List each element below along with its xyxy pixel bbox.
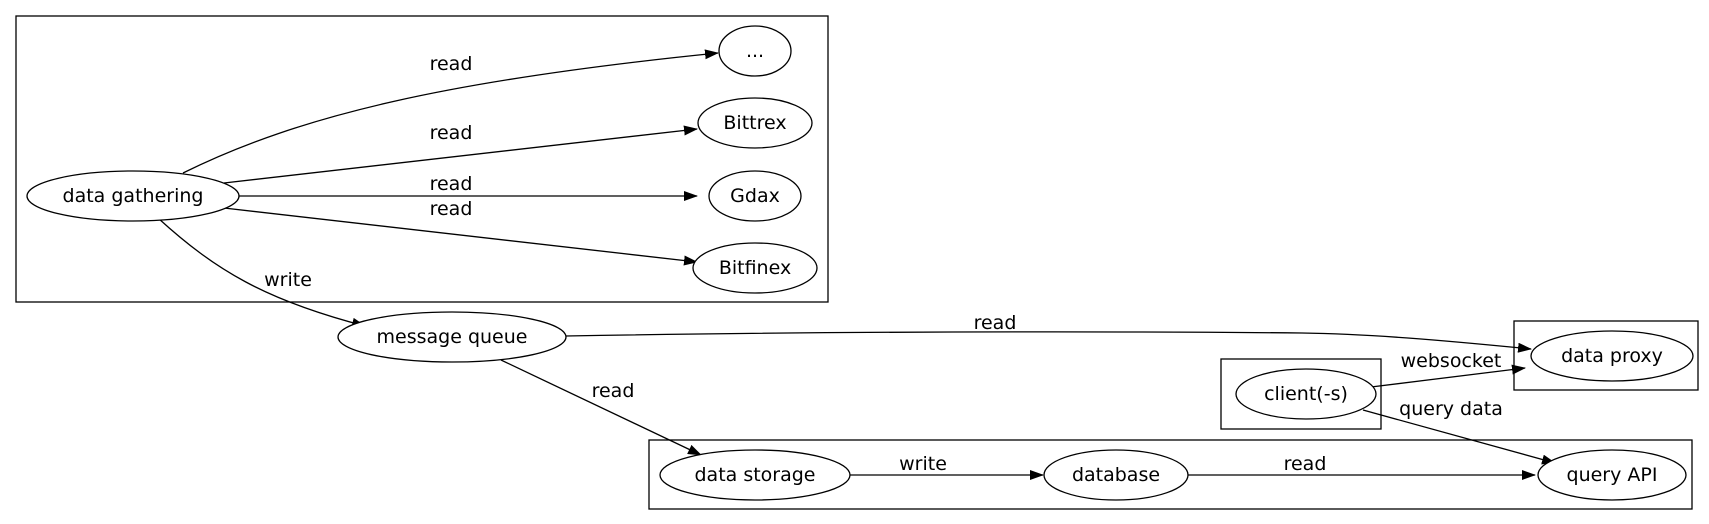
edge-database-to-query: read xyxy=(1187,453,1536,480)
node-label: data storage xyxy=(694,464,815,486)
cluster-data-gathering xyxy=(15,15,829,303)
edge-gathering-to-queue: write xyxy=(157,217,366,328)
edge-label-websocket: websocket xyxy=(1401,350,1502,372)
edge-queue-to-proxy: read xyxy=(565,312,1532,353)
edge-label-write: write xyxy=(899,453,947,475)
edge-client-to-proxy: websocket xyxy=(1370,350,1526,388)
edge-gathering-to-bittrex: read xyxy=(223,122,698,184)
edge-label-read: read xyxy=(430,173,473,195)
edge-label-query-data: query data xyxy=(1399,398,1503,420)
cluster-data-storage xyxy=(648,439,1693,510)
edge-storage-to-database: write xyxy=(849,453,1044,480)
node-gdax[interactable]: Gdax xyxy=(708,170,802,222)
cluster-client xyxy=(1220,358,1382,430)
node-label: Bittrex xyxy=(723,112,786,134)
edge-gathering-to-gdax: read xyxy=(238,173,698,201)
edge-label-read: read xyxy=(430,53,473,75)
edge-label-read: read xyxy=(974,312,1017,334)
node-label: data gathering xyxy=(63,185,204,207)
edge-label-read: read xyxy=(592,380,635,402)
edge-label-write: write xyxy=(264,269,312,291)
edge-queue-to-storage: read xyxy=(500,359,702,456)
node-data-proxy[interactable]: data proxy xyxy=(1530,330,1694,382)
node-query-api[interactable]: query API xyxy=(1537,449,1687,501)
node-label: Gdax xyxy=(730,185,780,207)
node-database[interactable]: database xyxy=(1043,449,1189,501)
node-label: query API xyxy=(1567,464,1658,486)
node-data-storage[interactable]: data storage xyxy=(659,449,851,501)
cluster-data-proxy xyxy=(1513,320,1699,391)
edge-label-read: read xyxy=(430,198,473,220)
edge-label-read: read xyxy=(1284,453,1327,475)
node-label: ... xyxy=(746,40,764,62)
edge-label-read: read xyxy=(430,122,473,144)
edge-gathering-to-bitfinex: read xyxy=(223,198,698,266)
node-bittrex[interactable]: Bittrex xyxy=(697,97,813,149)
node-client[interactable]: client(-s) xyxy=(1235,368,1377,420)
node-data-gathering[interactable]: data gathering xyxy=(26,170,240,222)
node-label: Bitfinex xyxy=(719,257,791,279)
node-ellipsis[interactable]: ... xyxy=(718,25,792,77)
node-message-queue[interactable]: message queue xyxy=(337,311,567,363)
node-label: client(-s) xyxy=(1264,383,1348,405)
node-label: data proxy xyxy=(1561,345,1663,367)
node-label: message queue xyxy=(377,326,528,348)
edge-gathering-to-ellipsis: read xyxy=(182,49,719,174)
node-bitfinex[interactable]: Bitfinex xyxy=(692,242,818,294)
edge-client-to-query: query data xyxy=(1362,398,1556,465)
node-label: database xyxy=(1072,464,1160,486)
